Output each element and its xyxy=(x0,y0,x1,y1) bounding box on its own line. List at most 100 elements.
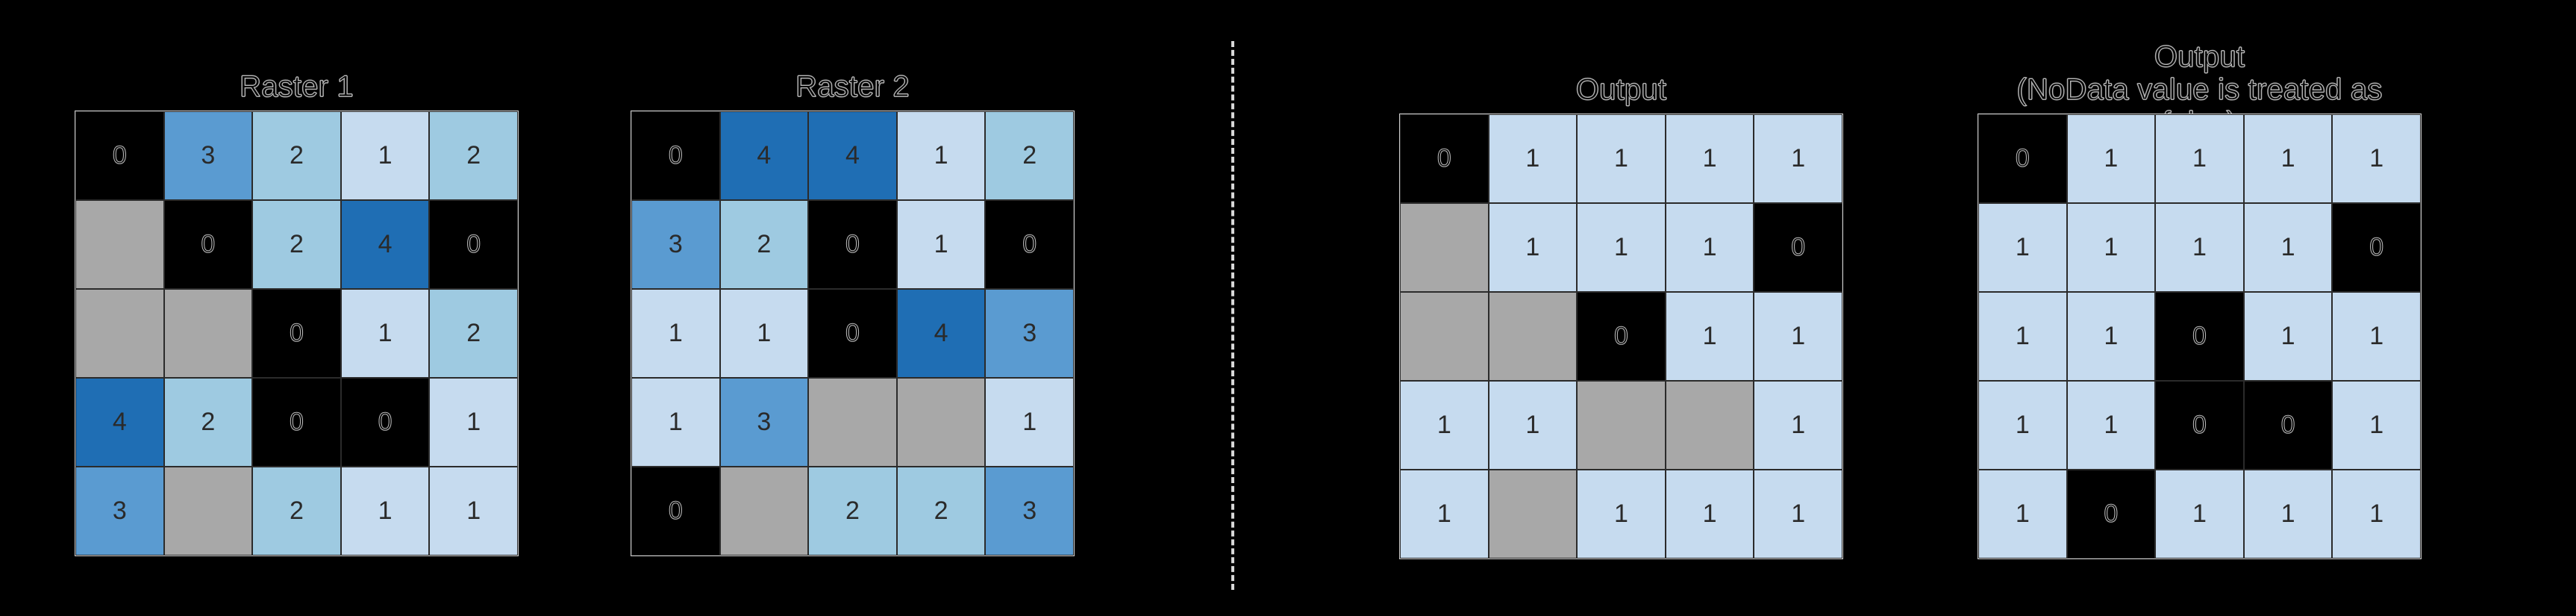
grid-cell: 1 xyxy=(1577,470,1666,559)
panel-title-output-1: Output xyxy=(1575,73,1667,107)
grid-cell: 1 xyxy=(2066,292,2156,381)
grid-cell: 1 xyxy=(2243,114,2333,203)
grid-cell: 1 xyxy=(631,378,720,467)
grid-cell: 4 xyxy=(340,200,430,289)
grid-cell: 0 xyxy=(163,200,253,289)
grid-cell: 4 xyxy=(719,111,809,200)
grid-cell: 2 xyxy=(252,467,341,556)
grid-cell: 2 xyxy=(808,467,897,556)
grid-cell: 1 xyxy=(896,111,986,200)
grid-cell xyxy=(163,467,253,556)
grid-cell: 1 xyxy=(1978,381,2067,470)
grid-cell: 1 xyxy=(2066,381,2156,470)
grid-cell: 1 xyxy=(1665,203,1754,292)
grid-cell: 4 xyxy=(808,111,897,200)
grid-cell: 3 xyxy=(985,289,1074,378)
grid-cell: 2 xyxy=(429,289,518,378)
grid-cell: 1 xyxy=(2243,203,2333,292)
grid-cell: 1 xyxy=(719,289,809,378)
grid-cell: 1 xyxy=(2066,114,2156,203)
grid-cell xyxy=(75,200,164,289)
grid-cell: 0 xyxy=(1577,292,1666,381)
panel-title-raster-1: Raster 1 xyxy=(240,70,354,104)
grid-cell: 0 xyxy=(808,200,897,289)
grid-cell: 2 xyxy=(252,200,341,289)
grid-cell: 0 xyxy=(2243,381,2333,470)
grid-cell: 1 xyxy=(1754,381,1842,470)
grid-cell: 0 xyxy=(985,200,1074,289)
grid-cell xyxy=(1577,381,1666,470)
grid-cell xyxy=(163,289,253,378)
grid-cell: 1 xyxy=(1665,114,1754,203)
grid-cell: 1 xyxy=(2243,470,2333,559)
grid-cell: 1 xyxy=(2155,114,2244,203)
grid-cell: 0 xyxy=(252,378,341,467)
panel-title-raster-2: Raster 2 xyxy=(795,70,910,104)
grid-cell: 0 xyxy=(2155,381,2244,470)
grid-cell: 0 xyxy=(429,200,518,289)
grid-cell: 1 xyxy=(1577,203,1666,292)
grid-cell: 1 xyxy=(1754,470,1842,559)
grid-cell: 0 xyxy=(631,111,720,200)
grid-cell: 1 xyxy=(2332,381,2421,470)
grid-cell: 0 xyxy=(631,467,720,556)
grid-cell: 0 xyxy=(75,111,164,200)
grid-cell: 0 xyxy=(252,289,341,378)
grid-cell: 3 xyxy=(631,200,720,289)
grid-cell xyxy=(1400,203,1489,292)
grid-cell: 1 xyxy=(2332,470,2421,559)
grid-cell: 1 xyxy=(985,378,1074,467)
grid-cell xyxy=(1665,381,1754,470)
grid-cell: 1 xyxy=(1400,470,1489,559)
grid-cell xyxy=(1400,292,1489,381)
grid-cell: 2 xyxy=(719,200,809,289)
grid-cell: 1 xyxy=(340,467,430,556)
grid-cell: 1 xyxy=(1400,381,1489,470)
grid-cell: 1 xyxy=(2155,203,2244,292)
grid-cell: 1 xyxy=(340,289,430,378)
grid-cell: 2 xyxy=(429,111,518,200)
grid-cell xyxy=(719,467,809,556)
grid-cell: 1 xyxy=(2332,114,2421,203)
grid-cell xyxy=(1488,292,1578,381)
grid-cell: 4 xyxy=(75,378,164,467)
grid-cell: 3 xyxy=(163,111,253,200)
grid-cell xyxy=(1488,470,1578,559)
grid-cell: 3 xyxy=(985,467,1074,556)
grid-cell: 1 xyxy=(896,200,986,289)
grid-cell: 0 xyxy=(1400,114,1489,203)
section-divider xyxy=(1231,41,1234,590)
grid-cell: 1 xyxy=(1754,114,1842,203)
grid-cell: 1 xyxy=(2332,292,2421,381)
grid-cell: 1 xyxy=(1754,292,1842,381)
grid-cell: 3 xyxy=(719,378,809,467)
grid-cell: 1 xyxy=(1488,203,1578,292)
grid-cell: 2 xyxy=(985,111,1074,200)
grid-cell xyxy=(75,289,164,378)
grid-cell: 1 xyxy=(1577,114,1666,203)
grid-cell xyxy=(808,378,897,467)
grid-cell: 0 xyxy=(2155,292,2244,381)
grid-cell: 0 xyxy=(2066,470,2156,559)
grid-cell: 4 xyxy=(896,289,986,378)
grid-cell: 1 xyxy=(429,467,518,556)
grid-cell: 1 xyxy=(1665,470,1754,559)
grid-cell: 1 xyxy=(631,289,720,378)
grid-cell: 1 xyxy=(340,111,430,200)
grid-cell: 1 xyxy=(2243,292,2333,381)
grid-cell: 2 xyxy=(163,378,253,467)
grid-cell: 0 xyxy=(1754,203,1842,292)
grid-cell: 1 xyxy=(1665,292,1754,381)
grid-cell: 0 xyxy=(340,378,430,467)
grid-cell: 0 xyxy=(1978,114,2067,203)
grid-cell: 0 xyxy=(808,289,897,378)
grid-cell xyxy=(896,378,986,467)
grid-cell: 1 xyxy=(1488,381,1578,470)
grid-cell: 2 xyxy=(252,111,341,200)
grid-cell: 2 xyxy=(896,467,986,556)
grid-cell: 1 xyxy=(1978,203,2067,292)
grid-cell: 1 xyxy=(2155,470,2244,559)
